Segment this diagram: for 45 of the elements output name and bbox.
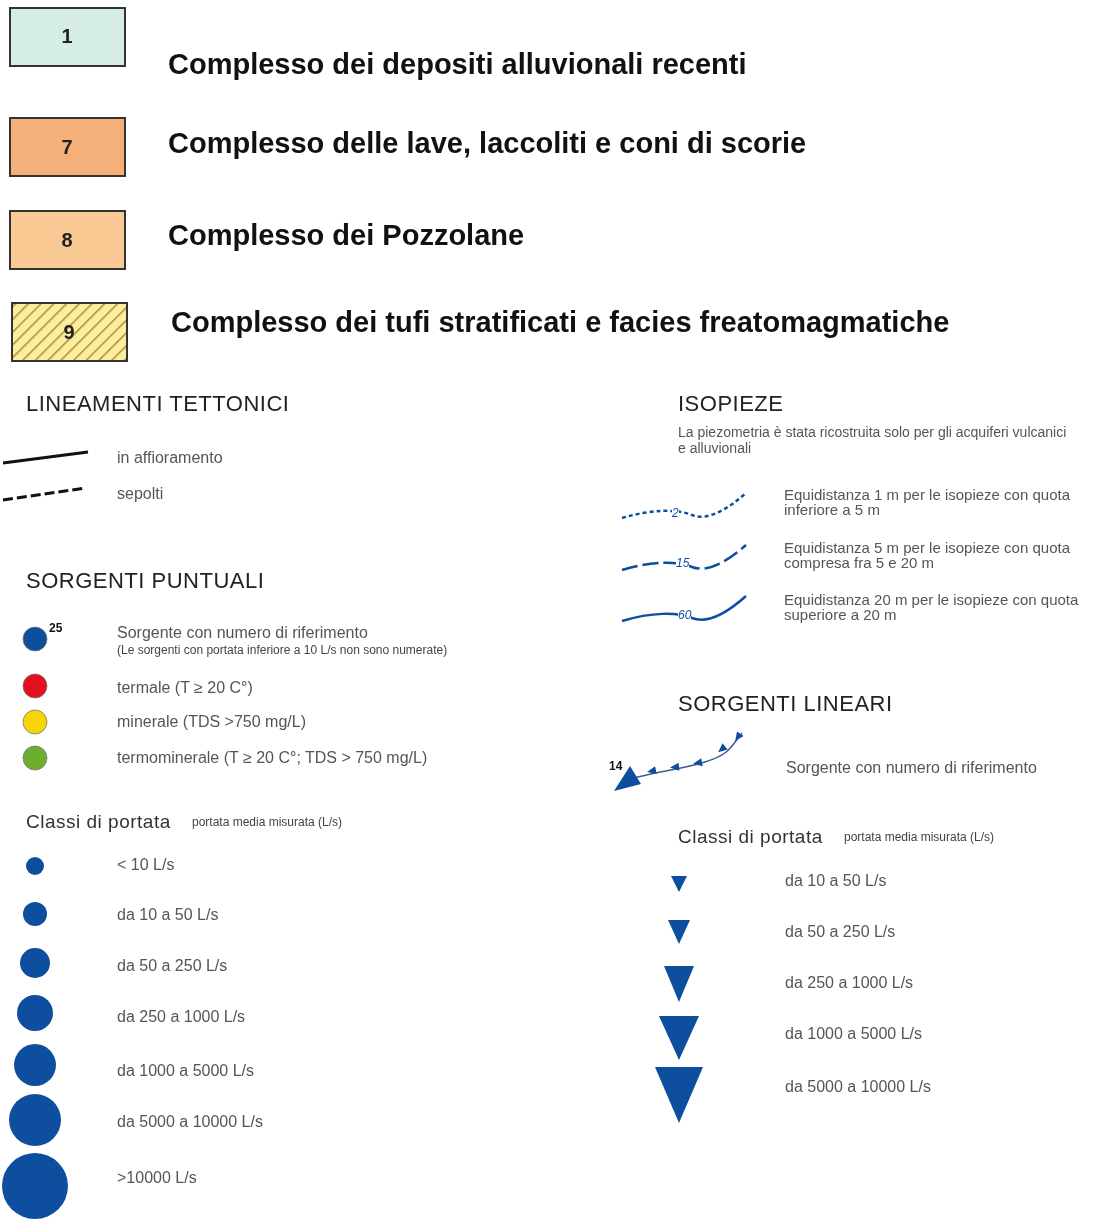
legend-text: da 250 a 1000 L/s (117, 1008, 246, 1025)
section-heading: ISOPIEZE (678, 392, 784, 416)
contour-value: 2 (672, 507, 679, 520)
legend-text: termale (T ≥ 20 C°) (117, 679, 253, 696)
legend-text: da 1000 a 5000 L/s (785, 1025, 922, 1042)
legend-text: termominerale (T ≥ 20 C°; TDS > 750 mg/L) (117, 749, 428, 766)
contour-value: 15 (676, 557, 690, 570)
legend-text: da 50 a 250 L/s (117, 957, 228, 974)
legend-text: Complesso dei Pozzolane (168, 219, 525, 251)
legend-text: minerale (TDS >750 mg/L) (117, 713, 306, 730)
legend-text: sepolti (117, 485, 164, 502)
legend-text: Complesso dei tufi stratificati e facies freatomagmatiche (171, 306, 950, 338)
legend-text: da 5000 a 10000 L/s (785, 1078, 931, 1095)
subheading-note: portata media misurata (L/s) (192, 816, 343, 829)
legend-text: Sorgente con numero di riferimento (786, 759, 1037, 776)
legend-text: da 5000 a 10000 L/s (117, 1113, 263, 1130)
swatch-number: 7 (60, 136, 74, 158)
swatch-number: 9 (62, 321, 76, 343)
legend-text: >10000 L/s (117, 1169, 197, 1186)
legend-text: da 1000 a 5000 L/s (117, 1062, 254, 1079)
legend-text: da 50 a 250 L/s (785, 923, 896, 940)
swatch-number: 8 (60, 229, 74, 251)
subheading-note: portata media misurata (L/s) (844, 831, 995, 844)
subheading: Classi di portata (678, 825, 823, 849)
swatch-number: 1 (60, 25, 74, 47)
legend-text: Complesso dei depositi alluvionali recenti (168, 48, 747, 80)
legend-text: da 250 a 1000 L/s (785, 974, 914, 991)
legend-text: da 10 a 50 L/s (117, 906, 219, 923)
section-heading: LINEAMENTI TETTONICI (26, 392, 290, 416)
reference-number: 25 (49, 622, 63, 635)
subheading: Classi di portata (26, 810, 171, 834)
legend-text: Equidistanza 20 m per le isopieze con quota superiore a 20 m (784, 592, 1080, 622)
legend-text: Equidistanza 1 m per le isopieze con quota inferiore a 5 m (784, 487, 1071, 517)
note-text: (Le sorgenti con portata inferiore a 10 L/s non sono numerate) (117, 644, 448, 657)
reference-number: 14 (609, 760, 623, 773)
section-heading: SORGENTI LINEARI (678, 692, 893, 716)
legend-text: da 10 a 50 L/s (785, 872, 887, 889)
contour-value: 60 (678, 609, 692, 622)
legend-text: in affioramento (117, 449, 223, 466)
legend-text: Sorgente con numero di riferimento (117, 624, 368, 641)
section-heading: SORGENTI PUNTUALI (26, 569, 265, 593)
legend-text: < 10 L/s (117, 856, 175, 873)
description-text: La piezometria è stata ricostruita solo per gli acquiferi vulcanici e alluvionali (678, 424, 1068, 456)
legend-text: Equidistanza 5 m per le isopieze con quota compresa fra 5 e 20 m (784, 540, 1071, 570)
legend-text: Complesso delle lave, laccoliti e coni di scorie (168, 127, 807, 159)
